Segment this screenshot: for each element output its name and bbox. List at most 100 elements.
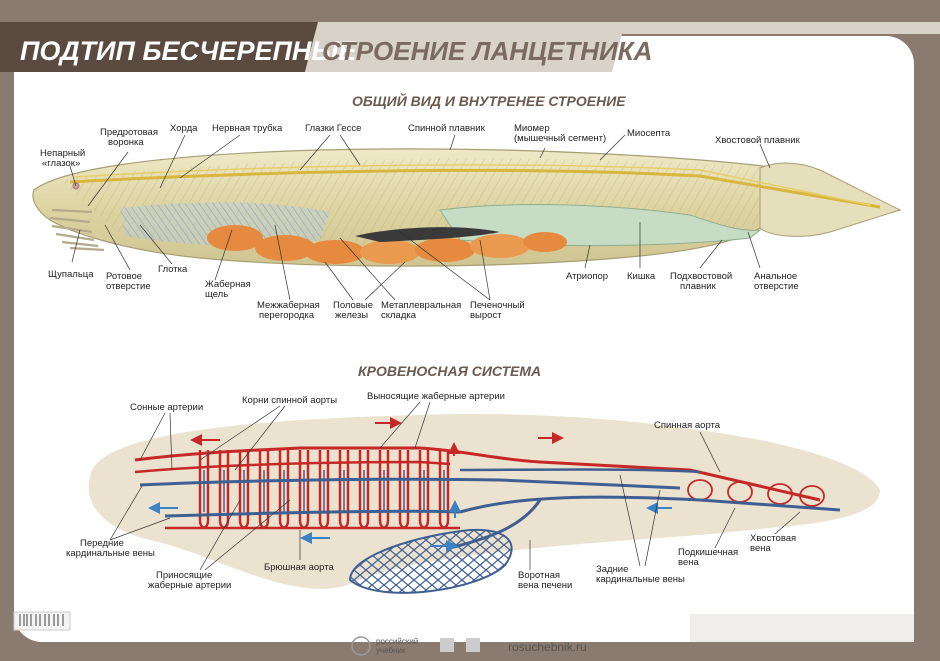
gill-arch-artery [298,450,310,529]
labels-1: Непарный «глазок» Предротовая воронка Хо… [40,123,801,321]
label-unpaired-eye-1: Непарный [40,148,85,159]
section2-title: КРОВЕНОСНАЯ СИСТЕМА [358,363,541,379]
label-myomere-2: (мышечный сегмент) [514,133,606,144]
gonad [415,238,475,262]
dorsal-aorta [134,446,821,502]
leader-lines-1 [69,134,771,301]
label-dorsal-fin: Спинной плавник [408,123,486,134]
leader-lines-2 [109,401,801,571]
label-intestine: Кишка [627,271,656,282]
label-gill-slit-1: Жаберная [205,279,251,290]
label-tentacles: Щупальца [48,269,94,280]
label-metapleural-2: складка [381,310,417,321]
gill-arch-artery [338,450,350,529]
label-anterior-cardinal-2: кардинальные вены [66,548,155,559]
label-subcaudal-2: плавник [680,281,717,292]
label-hepatic-2: вырост [470,310,502,321]
gill-arch-artery [258,450,270,529]
label-afferent-1: Приносящие [156,570,212,581]
gonad [305,240,365,264]
label-efferent: Выносящие жаберные артерии [367,391,505,402]
title-band-dark [0,22,318,72]
label-gonads-2: железы [335,310,368,321]
label-aorta-roots: Корни спинной аорты [242,395,337,406]
label-mouth-2: отверстие [106,281,151,292]
labels-2: Сонные артерии Корни спинной аорты Вынос… [66,391,796,591]
barcode [13,611,71,631]
label-hepatic-1: Печеночный [470,300,525,311]
label-posterior-cardinal-2: кардинальные вены [596,574,685,585]
label-gonads-1: Половые [333,300,373,311]
liver-capillaries [348,528,513,594]
gonad [470,234,530,258]
gill-arch-artery [438,450,450,529]
pharynx-gills [120,202,330,246]
label-caudal-fin: Хвостовой плавник [715,135,801,146]
label-myomere-1: Миомер [514,123,550,134]
gill-arch-artery [238,450,250,529]
label-dorsal-aorta: Спинная аорта [654,420,721,431]
label-atriopore: Атриопор [566,271,608,282]
gill-arch-artery [378,450,390,529]
label-caudal-vein-1: Хвостовая [750,533,796,544]
body-silhouette [88,414,881,589]
label-anterior-cardinal-1: Передние [80,538,124,549]
notochord [69,168,881,209]
label-metapleural-1: Метаплевральная [381,300,461,311]
publisher-line1: российский [376,637,418,646]
subintestinal-vein [459,495,841,514]
label-myosepta: Миосепта [627,128,671,139]
label-chord: Хорда [170,123,198,134]
gonad [255,235,315,261]
site-link[interactable]: rosuchebnik.ru [508,640,587,654]
label-subcaudal-1: Подхвостовой [670,271,732,282]
label-unpaired-eye-2: «глазок» [42,158,80,169]
label-neural-tube: Нервная трубка [212,123,283,134]
gill-arch-artery [418,450,430,529]
label-portal-1: Воротная [518,570,560,581]
label-preoral-2: воронка [108,137,144,148]
label-mouth-1: Ротовое [106,271,142,282]
title-part1: ПОДТИП БЕСЧЕРЕПНЫЕ [20,36,357,66]
gill-arch-artery [198,450,210,529]
partner-logo-icon [466,638,480,652]
label-subintestinal-2: вена [678,557,699,568]
gonad [360,240,420,264]
label-carotid: Сонные артерии [130,402,203,413]
label-subintestinal-1: Подкишечная [678,547,738,558]
gill-arch-artery [358,450,370,529]
caudal-vessel-loop [799,485,825,507]
label-preoral-1: Предротовая [100,127,158,138]
pharynx [120,202,330,246]
anterior-cardinal-vein [139,477,681,490]
gill-arch-artery [278,450,290,529]
gonad [523,232,567,252]
label-interbranchial-2: перегородка [259,310,315,321]
intestine [439,204,762,247]
publisher-line2: учебник [376,646,406,655]
circulatory-illustration [88,414,881,594]
label-afferent-2: жаберные артерии [148,580,231,591]
label-anus-2: отверстие [754,281,799,292]
label-gill-slit-2: щель [205,289,228,300]
gill-arch-artery [398,450,410,529]
label-hesse-eyes: Глазки Гессе [305,123,361,134]
lancelet-illustration [32,148,902,267]
footer: российский учебник rosuchebnik.ru [13,611,914,656]
gill-arch-artery [318,450,330,529]
hepatic-outgrowth [355,227,500,242]
label-pharynx: Глотка [158,264,188,275]
label-caudal-vein-2: вена [750,543,771,554]
gill-arches [198,450,450,529]
gonad [207,225,263,251]
label-interbranchial-1: Межжаберная [257,300,320,311]
neural-tube [74,164,871,206]
title-band-light [305,22,940,72]
label-posterior-cardinal-1: Задние [596,564,628,575]
title-part2: СТРОЕНИЕ ЛАНЦЕТНИКА [322,36,652,66]
posterior-cardinal-vein [459,468,701,474]
label-ventral-aorta: Брюшная аорта [264,562,334,573]
carotid-artery [134,460,451,474]
